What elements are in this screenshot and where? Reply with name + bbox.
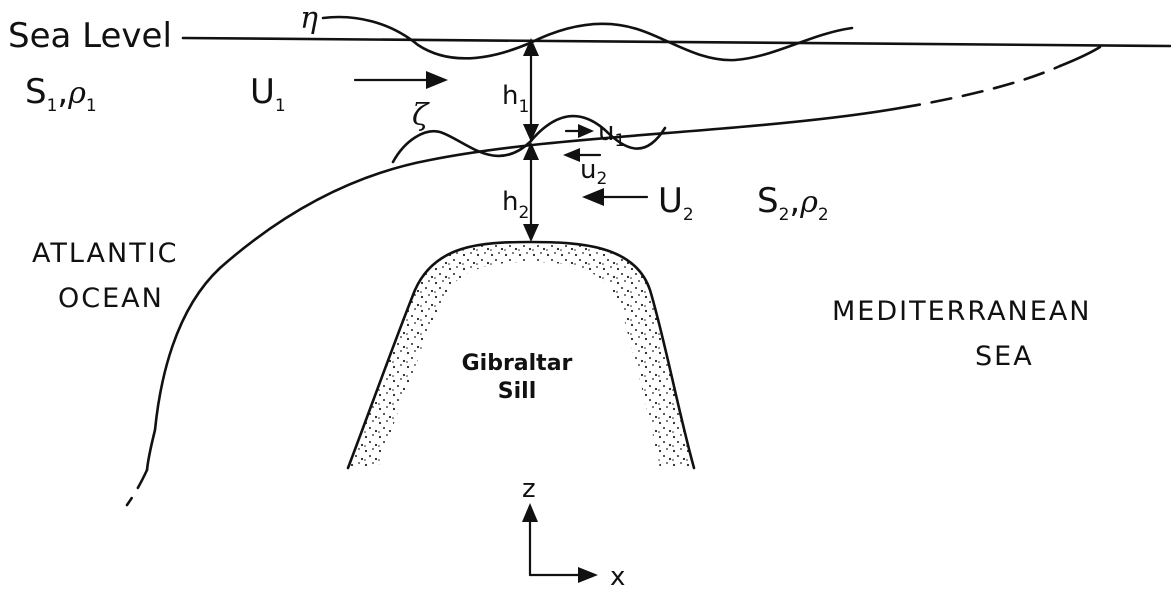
gibraltar-sill-outline xyxy=(346,240,696,470)
U2-label: U2 xyxy=(658,181,694,225)
sill-label-line1: Gibraltar xyxy=(462,351,573,376)
h2-arrowhead-bottom xyxy=(523,224,539,242)
u2-label: u2 xyxy=(580,155,607,189)
atlantic-slope-dashed xyxy=(125,468,149,507)
u1-label: u1 xyxy=(598,117,625,151)
u2-arrowhead xyxy=(563,148,580,162)
x-axis-arrowhead xyxy=(578,567,598,583)
z-axis-arrowhead xyxy=(522,503,538,522)
h1-label: h1 xyxy=(502,81,529,117)
U2-arrowhead xyxy=(582,188,604,206)
lower-layer-properties: S2,ρ2 xyxy=(757,181,829,225)
eta-symbol: η xyxy=(300,1,318,36)
zeta-symbol: ζ xyxy=(412,98,430,133)
h1-arrowhead-top xyxy=(523,38,539,56)
x-axis-label: x xyxy=(610,562,625,590)
h2-label: h2 xyxy=(502,187,529,223)
interface-line xyxy=(218,106,902,270)
interface-wave-zeta xyxy=(391,114,667,164)
interface-line-dashed xyxy=(898,64,1062,110)
upper-layer-properties: S1,ρ1 xyxy=(25,72,97,116)
h1-arrowhead-bottom xyxy=(523,124,539,142)
h2-arrowhead-top xyxy=(523,142,539,160)
sea-level-label: Sea Level xyxy=(8,16,172,56)
interface-line-end xyxy=(1058,45,1102,68)
sill-label-line2: Sill xyxy=(498,379,536,404)
u1-arrowhead xyxy=(578,124,594,138)
surface-wave-eta xyxy=(321,15,854,62)
atlantic-slope xyxy=(145,266,222,472)
atlantic-label-line2: OCEAN xyxy=(58,283,164,314)
atlantic-label-line1: ATLANTIC xyxy=(32,238,179,269)
mediterranean-label-line2: SEA xyxy=(975,341,1034,372)
U1-label: U1 xyxy=(250,72,286,116)
U1-arrowhead xyxy=(426,71,448,89)
mediterranean-label-line1: MEDITERRANEAN xyxy=(832,296,1091,327)
sea-level-line xyxy=(181,36,1171,48)
gibraltar-sill-stipple xyxy=(348,242,694,468)
z-axis-label: z xyxy=(522,474,536,504)
